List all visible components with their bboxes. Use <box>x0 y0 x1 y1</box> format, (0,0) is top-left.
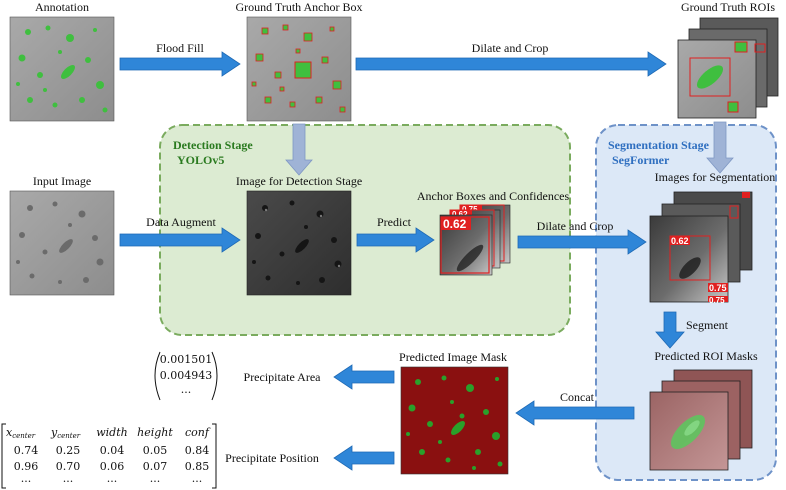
dilate-crop-mid-label: Dilate and Crop <box>537 219 614 233</box>
detection-stage-model: YOLOv5 <box>177 153 224 167</box>
predicted-roi-masks-stack <box>649 369 753 471</box>
precipitate-area-label: Precipitate Area <box>244 370 322 384</box>
precipitate-position-arrow <box>333 445 395 471</box>
gt-anchor-down-arrow <box>285 123 313 176</box>
cell-2-0: ··· <box>21 475 32 488</box>
area-value-0: 0.001501 <box>160 353 213 366</box>
cell-0-2: 0.04 <box>100 444 125 457</box>
images-segmentation-label: Images for Segmentation <box>655 170 776 184</box>
area-vector: 0.001501 0.004943 ··· <box>154 351 218 401</box>
dilate-crop-top-label: Dilate and Crop <box>472 41 549 55</box>
header-width: width <box>96 426 127 439</box>
segmentation-stage-model: SegFormer <box>612 153 670 167</box>
segment-label: Segment <box>686 318 729 332</box>
predicted-image-mask <box>400 366 509 475</box>
header-height: height <box>137 426 173 439</box>
cell-1-2: 0.06 <box>100 460 125 473</box>
cell-0-0: 0.74 <box>14 444 39 457</box>
area-value-2: ··· <box>181 386 192 399</box>
cell-2-1: ··· <box>63 475 74 488</box>
area-value-1: 0.004943 <box>160 369 213 382</box>
predict-label: Predict <box>377 215 412 229</box>
position-matrix: xcenter ycenter width height conf 0.74 0… <box>1 423 217 489</box>
header-y-center: ycenter <box>50 426 81 440</box>
cell-0-1: 0.25 <box>56 444 81 457</box>
detection-confidence-label: 0.62 <box>443 217 467 231</box>
cell-2-4: ··· <box>192 475 203 488</box>
flood-fill-arrow <box>119 51 241 77</box>
gt-rois-label: Ground Truth ROIs <box>681 0 775 14</box>
concat-label: Concat <box>560 390 595 404</box>
image-detection-label: Image for Detection Stage <box>236 174 362 188</box>
detection-stage-title: Detection Stage <box>173 138 253 152</box>
cell-1-1: 0.70 <box>56 460 81 473</box>
concat-arrow <box>515 400 635 426</box>
segmentation-stage-title: Segmentation Stage <box>608 138 710 152</box>
data-augment-label: Data Augment <box>146 215 216 229</box>
cell-1-3: 0.07 <box>143 460 168 473</box>
cell-1-0: 0.96 <box>14 460 39 473</box>
segment-arrow <box>655 311 685 349</box>
dilate-crop-mid-arrow <box>517 229 647 255</box>
predict-arrow <box>356 227 435 253</box>
cell-1-4: 0.85 <box>185 460 210 473</box>
header-conf: conf <box>185 426 211 439</box>
input-image <box>9 190 115 296</box>
gt-rois-stack <box>677 17 779 119</box>
input-image-label: Input Image <box>33 174 91 188</box>
cell-0-3: 0.05 <box>143 444 168 457</box>
images-segmentation-stack: 0.62 0.75 0.75 <box>649 191 753 305</box>
anchor-boxes-stack: 0.75 0.62 0.62 <box>439 204 511 276</box>
anchor-boxes-label: Anchor Boxes and Confidences <box>417 189 570 203</box>
dilate-crop-top-arrow <box>355 51 667 77</box>
header-x-center: xcenter <box>6 426 36 440</box>
gt-rois-down-arrow <box>706 121 734 174</box>
predicted-image-mask-label: Predicted Image Mask <box>399 350 507 364</box>
flood-fill-label: Flood Fill <box>156 41 204 55</box>
cell-2-3: ··· <box>150 475 161 488</box>
predicted-roi-masks-label: Predicted ROI Masks <box>654 349 758 363</box>
annotation-label: Annotation <box>35 0 89 14</box>
cell-0-4: 0.84 <box>185 444 210 457</box>
svg-text:0.62: 0.62 <box>452 210 468 219</box>
seg-confidence-a: 0.62 <box>671 236 689 246</box>
gt-anchor-box-label: Ground Truth Anchor Box <box>235 0 362 14</box>
annotation-image <box>9 16 115 122</box>
data-augment-arrow <box>119 227 241 253</box>
seg-confidence-c: 0.75 <box>709 296 725 305</box>
precipitate-area-arrow <box>333 364 395 390</box>
seg-confidence-b: 0.75 <box>709 283 727 293</box>
precipitate-position-label: Precipitate Position <box>225 451 319 465</box>
cell-2-2: ··· <box>107 475 118 488</box>
image-detection <box>246 190 352 296</box>
gt-anchor-box-image <box>246 16 352 122</box>
